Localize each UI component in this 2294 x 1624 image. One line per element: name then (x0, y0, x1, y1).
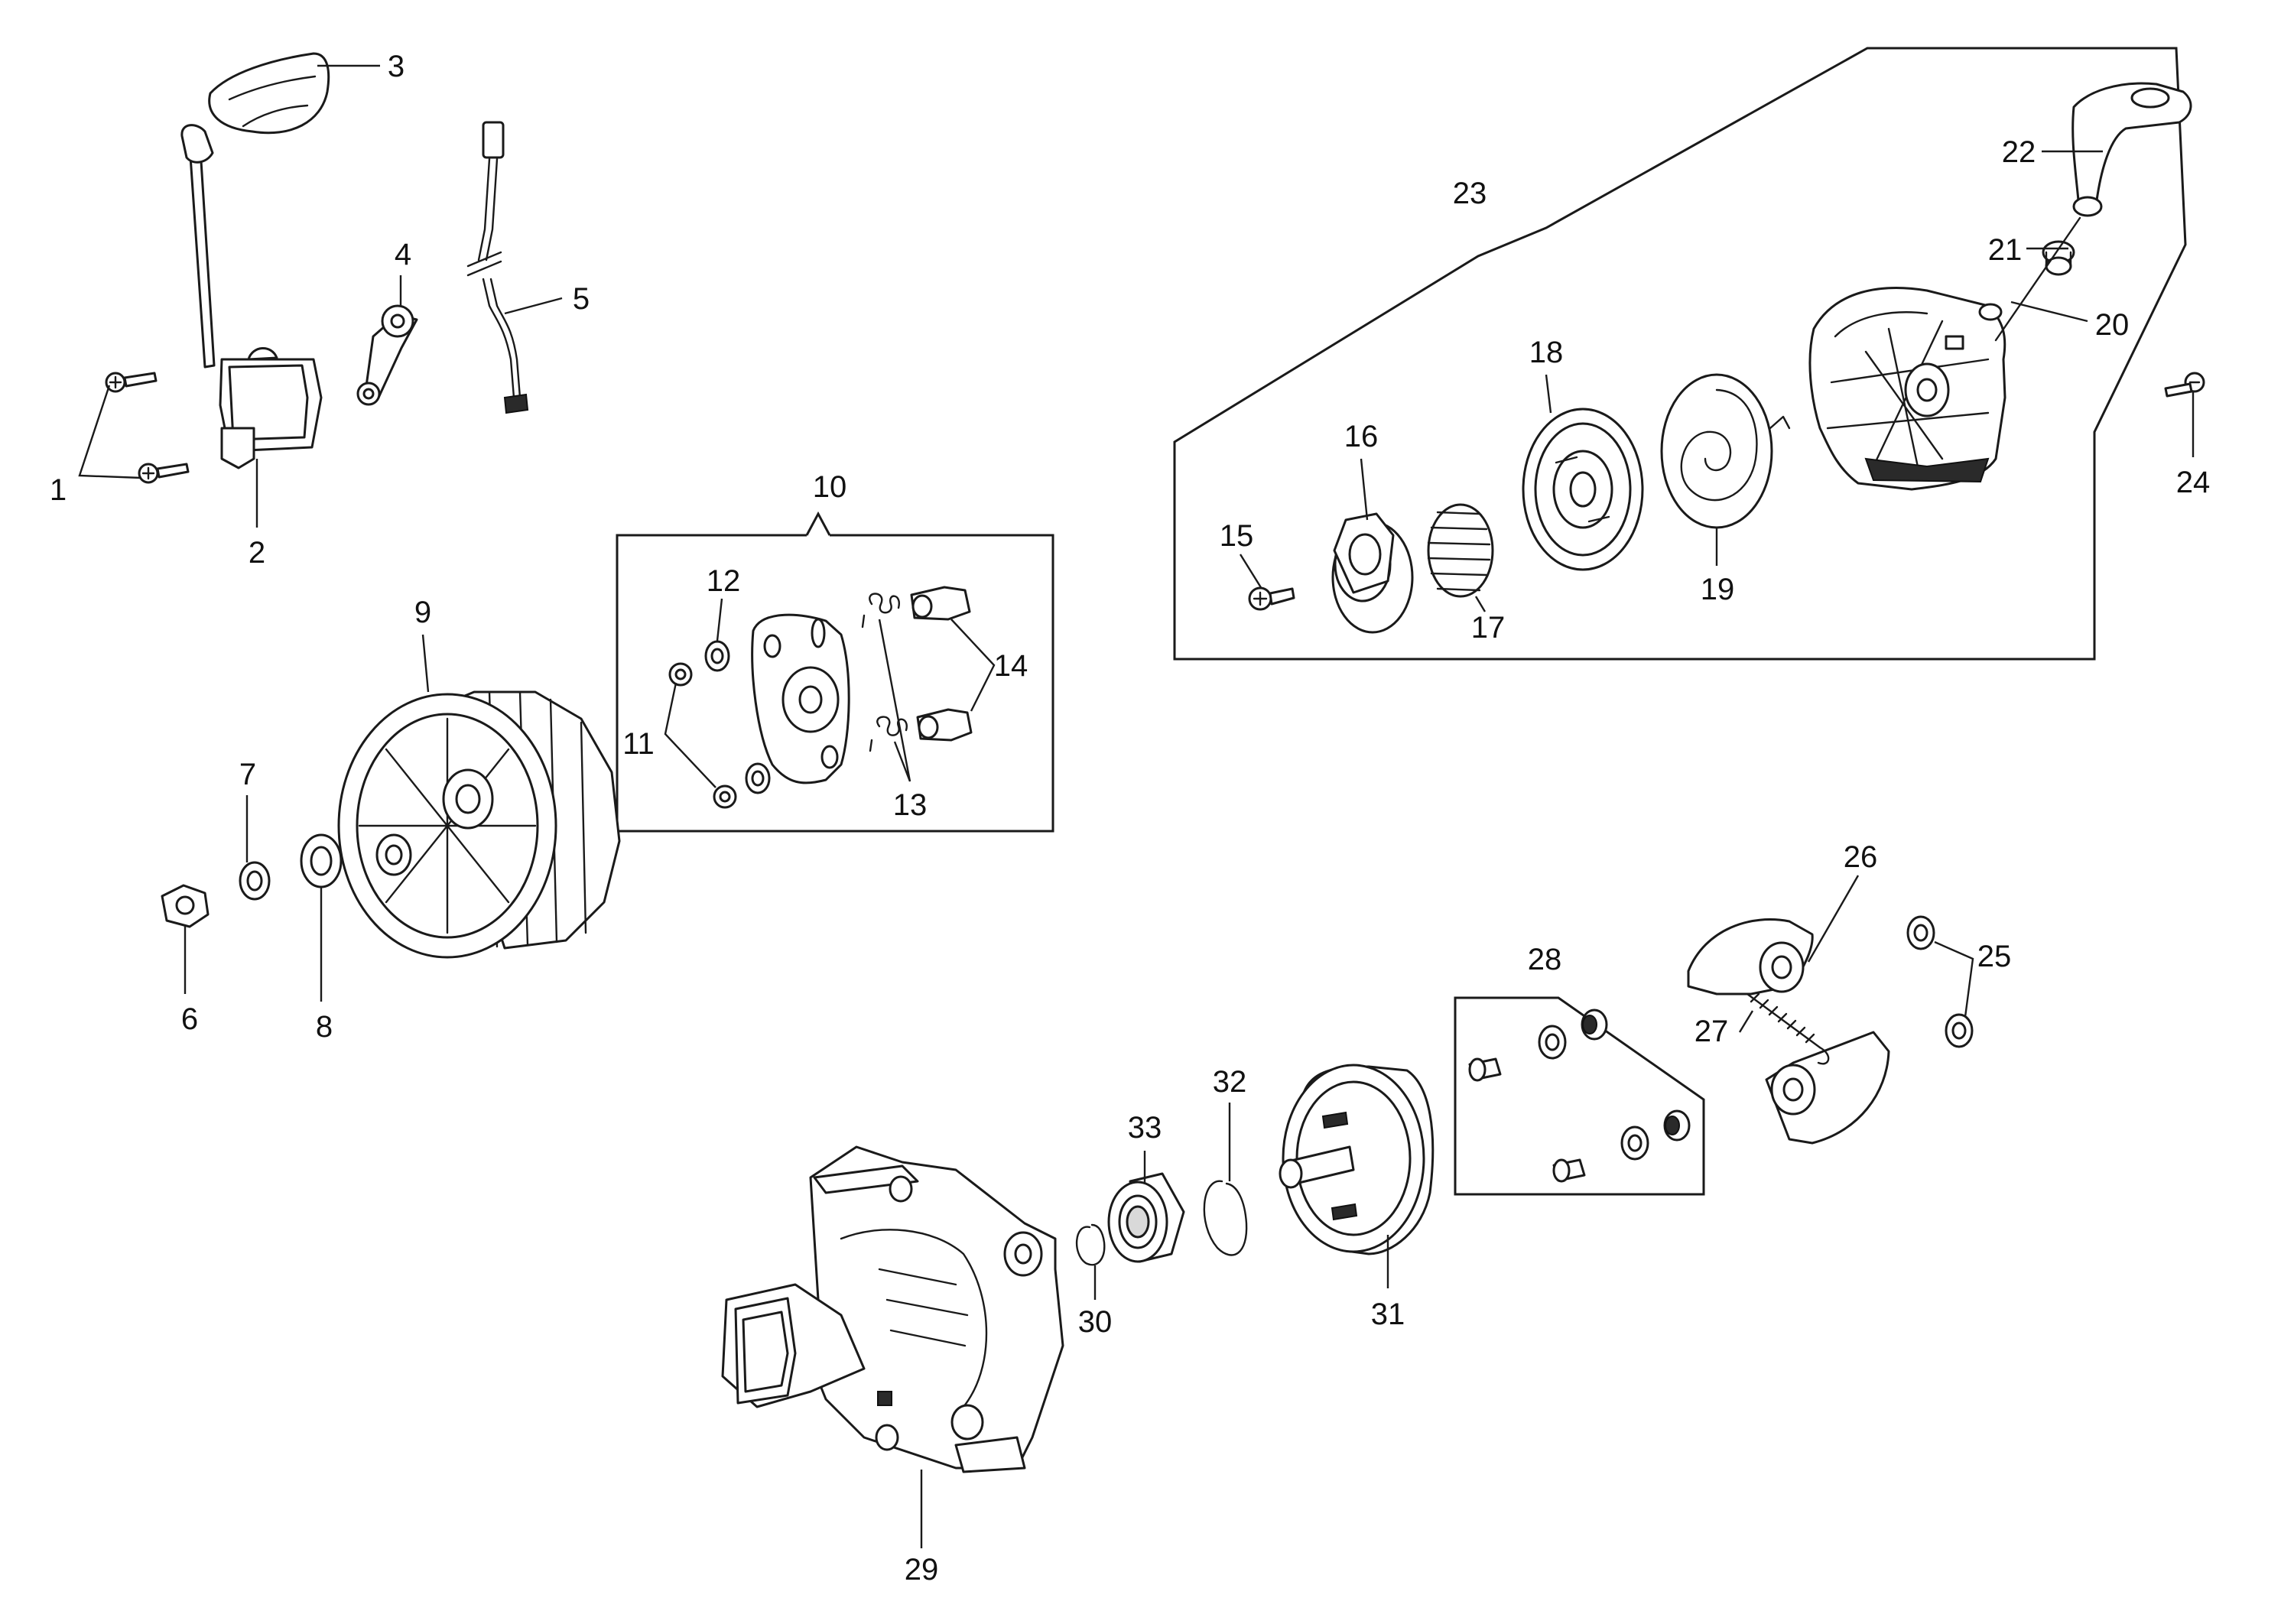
callout-32: 32 (1213, 1065, 1247, 1099)
part-12-washers (704, 640, 771, 794)
callout-labels: 1 2 3 4 5 6 7 8 9 10 11 12 13 14 15 16 1… (50, 50, 2210, 1587)
part-32-snap-ring (1203, 1180, 1248, 1256)
part-11-clips (668, 662, 737, 809)
part-26-clutch-shoes (1687, 918, 1890, 1145)
group-frame-10 (616, 511, 1054, 833)
part-10-clutch-plate (751, 613, 850, 784)
leader-lines (78, 64, 2195, 1548)
callout-22: 22 (2002, 135, 2036, 169)
callout-29: 29 (905, 1553, 939, 1587)
callout-10: 10 (813, 470, 847, 504)
callout-3: 3 (388, 50, 405, 83)
part-14-pawls (910, 586, 973, 742)
part-5-wire (466, 121, 529, 414)
callout-15: 15 (1220, 519, 1254, 553)
part-22-starter-handle (1994, 82, 2192, 342)
part-1-screws (105, 372, 190, 484)
part-19-recoil-spring (1660, 373, 1791, 529)
part-16-hub (1331, 512, 1414, 634)
part-17-spring (1427, 503, 1494, 598)
callout-24: 24 (2176, 466, 2211, 499)
part-3-plug-cap (208, 52, 330, 135)
part-9-flywheel (337, 690, 621, 959)
callout-19: 19 (1701, 573, 1735, 606)
part-21-grommet (2042, 240, 2075, 276)
callout-21: 21 (1988, 233, 2023, 267)
part-29-clutch-housing (721, 1145, 1064, 1473)
callout-18: 18 (1529, 336, 1564, 369)
group-frame-28 (1454, 996, 1705, 1196)
callout-9: 9 (414, 596, 431, 629)
callout-26: 26 (1844, 840, 1878, 874)
callout-14: 14 (994, 649, 1028, 683)
group-frame-23 (1173, 47, 2187, 661)
callout-6: 6 (181, 1002, 198, 1036)
callout-5: 5 (573, 282, 590, 316)
part-33-bearing (1107, 1172, 1185, 1263)
callout-28: 28 (1528, 943, 1562, 976)
part-18-pulley (1522, 408, 1644, 571)
callout-27: 27 (1695, 1015, 1729, 1048)
part-24-screw (2164, 372, 2205, 398)
callout-2: 2 (249, 536, 265, 570)
part-25-washers (1906, 915, 1974, 1048)
callout-17: 17 (1471, 611, 1506, 645)
part-15-screw (1248, 586, 1295, 611)
part-13-springs (861, 593, 908, 752)
callout-25: 25 (1977, 940, 2012, 973)
callout-16: 16 (1344, 420, 1379, 453)
callout-1: 1 (50, 473, 67, 507)
callout-11: 11 (622, 727, 655, 761)
part-4-bracket (356, 304, 418, 406)
callout-31: 31 (1371, 1298, 1405, 1331)
callout-8: 8 (316, 1010, 333, 1044)
part-31-clutch-drum (1279, 1064, 1435, 1255)
part-2-ignition-coil (180, 124, 323, 469)
callout-7: 7 (239, 758, 256, 791)
callout-23: 23 (1453, 177, 1487, 210)
part-27-clutch-spring (1746, 992, 1830, 1065)
callout-13: 13 (893, 788, 928, 822)
callout-4: 4 (395, 238, 411, 271)
part-30-circlip (1076, 1223, 1106, 1266)
callout-20: 20 (2095, 308, 2130, 342)
callout-12: 12 (707, 564, 741, 598)
callout-33: 33 (1128, 1111, 1162, 1145)
callout-30: 30 (1078, 1305, 1113, 1339)
part-28-clutch-hardware (1468, 1009, 1691, 1183)
part-20-starter-housing (1808, 287, 2006, 491)
